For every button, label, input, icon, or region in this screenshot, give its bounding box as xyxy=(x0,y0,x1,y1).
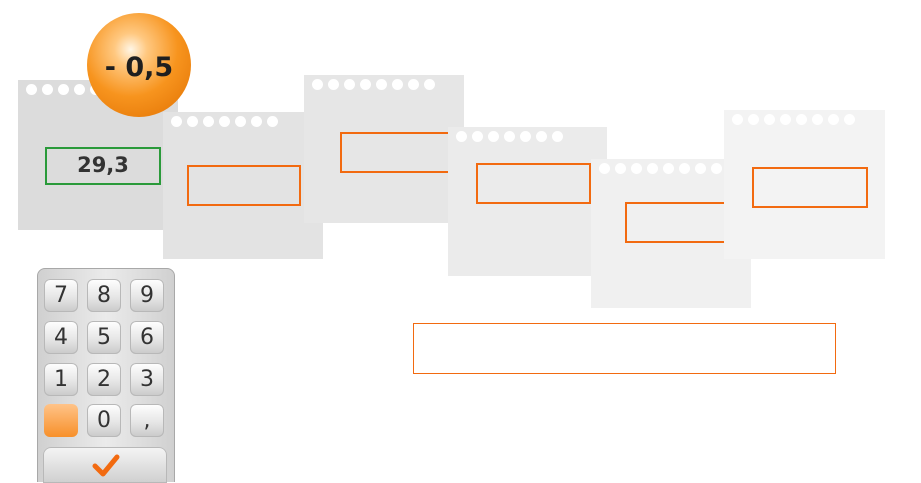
key-0[interactable]: 0 xyxy=(87,404,121,437)
exercise-card-4 xyxy=(448,127,607,276)
key-3[interactable]: 3 xyxy=(130,363,164,396)
key-7[interactable]: 7 xyxy=(44,279,78,312)
key-1[interactable]: 1 xyxy=(44,363,78,396)
key-comma[interactable]: , xyxy=(130,404,164,437)
key-4[interactable]: 4 xyxy=(44,321,78,354)
card-answer-field-2[interactable] xyxy=(187,165,301,206)
card-answer-field-4[interactable] xyxy=(476,163,591,204)
card-binding-holes xyxy=(456,131,563,142)
key-6[interactable]: 6 xyxy=(130,321,164,354)
step-badge-label: - 0,5 xyxy=(104,52,174,83)
key-9[interactable]: 9 xyxy=(130,279,164,312)
exercise-card-2 xyxy=(163,112,323,259)
card-binding-holes xyxy=(171,116,278,127)
key-8[interactable]: 8 xyxy=(87,279,121,312)
card-binding-holes xyxy=(312,79,435,90)
final-answer-field[interactable] xyxy=(413,323,836,374)
step-badge: - 0,5 xyxy=(87,13,191,117)
numeric-keypad: 7 8 9 4 5 6 1 2 3 0 , xyxy=(37,268,175,483)
key-5[interactable]: 5 xyxy=(87,321,121,354)
card-binding-holes xyxy=(732,114,855,125)
submit-button[interactable] xyxy=(43,447,167,483)
card-answer-field-1[interactable]: 29,3 xyxy=(45,147,161,185)
card-binding-holes xyxy=(599,163,722,174)
exercise-card-6 xyxy=(724,110,885,259)
key-2[interactable]: 2 xyxy=(87,363,121,396)
check-icon xyxy=(92,454,120,477)
card-answer-field-6[interactable] xyxy=(752,167,868,208)
exercise-card-3 xyxy=(304,75,464,223)
key-highlighted[interactable] xyxy=(44,404,78,437)
card-answer-value: 29,3 xyxy=(77,153,129,177)
card-answer-field-3[interactable] xyxy=(340,132,454,173)
